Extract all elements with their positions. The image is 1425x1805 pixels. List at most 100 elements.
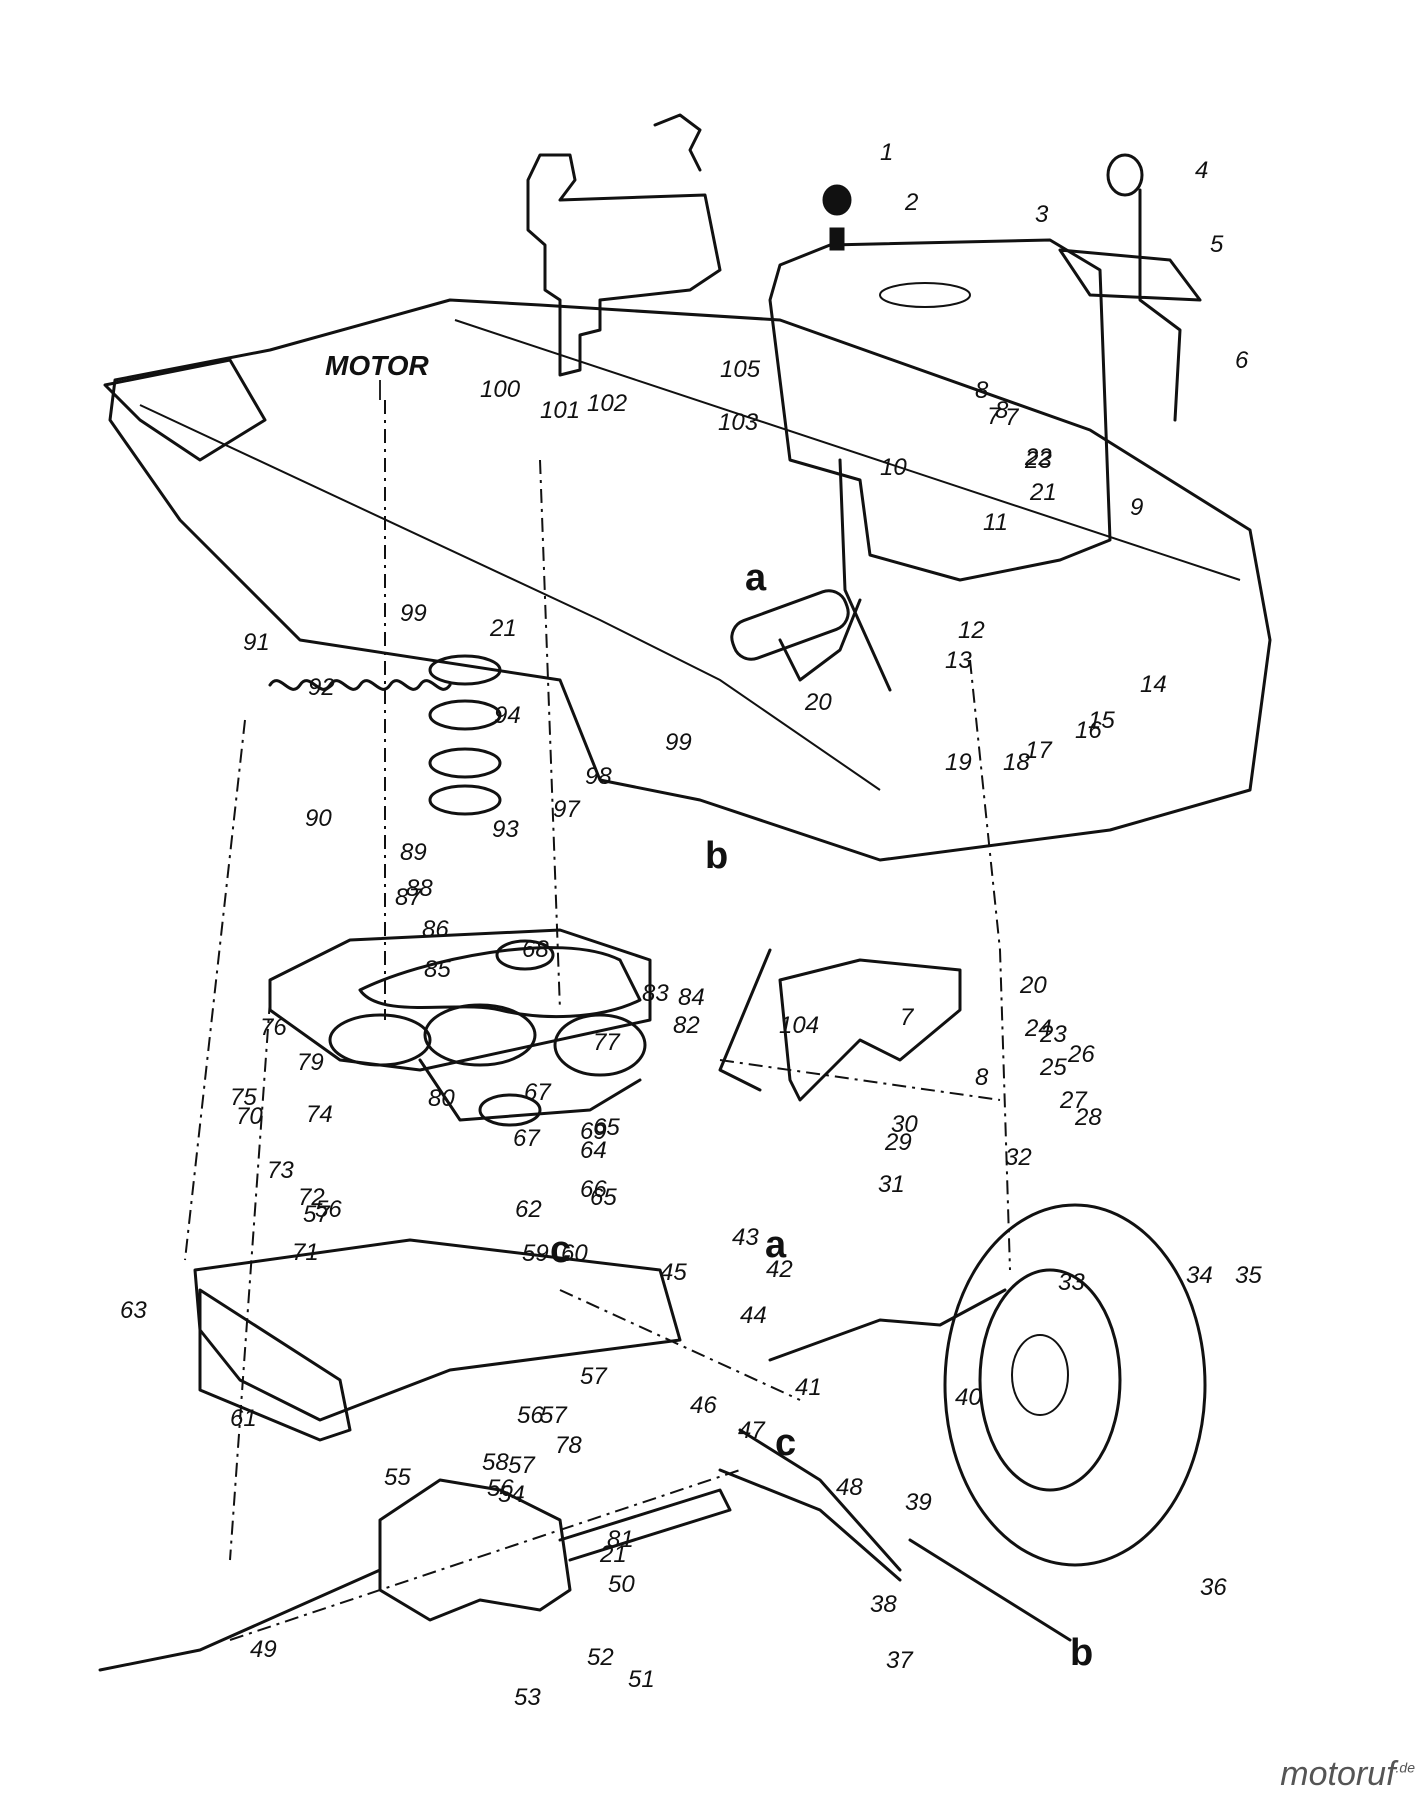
mount-plate-72 bbox=[268, 928, 652, 1072]
part-number-9: 9 bbox=[1130, 494, 1143, 521]
part-number-24: 24 bbox=[1024, 1015, 1052, 1042]
belt-63 bbox=[418, 1058, 642, 1122]
part-number-82: 82 bbox=[673, 1012, 700, 1039]
part-number-33: 33 bbox=[1058, 1269, 1085, 1296]
rod-48 bbox=[738, 1428, 902, 1572]
part-number-11: 11 bbox=[983, 509, 1008, 536]
part-number-98: 98 bbox=[585, 763, 612, 790]
part-number-21: 21 bbox=[1029, 479, 1057, 506]
part-number-77: 77 bbox=[593, 1029, 621, 1056]
part-number-94: 94 bbox=[494, 702, 521, 729]
hub bbox=[1011, 1334, 1069, 1416]
part-number-7: 7 bbox=[900, 1004, 915, 1031]
part-number-48: 48 bbox=[836, 1474, 863, 1501]
part-number-93: 93 bbox=[492, 816, 519, 843]
knob-4 bbox=[1106, 153, 1144, 197]
part-number-97: 97 bbox=[553, 796, 581, 823]
pulley-89 bbox=[428, 699, 502, 731]
part-number-80: 80 bbox=[428, 1085, 455, 1112]
ref-line-bottom bbox=[229, 1469, 741, 1641]
watermark-suffix: .de bbox=[1395, 1759, 1415, 1776]
part-number-22: 22 bbox=[1024, 444, 1052, 471]
part-number-36: 36 bbox=[1200, 1574, 1227, 1601]
part-number-4: 4 bbox=[1195, 157, 1208, 184]
part-number-15: 15 bbox=[1088, 707, 1115, 734]
pulley-66 bbox=[423, 1003, 537, 1067]
part-number-81: 81 bbox=[607, 1526, 634, 1553]
part-number-38: 38 bbox=[870, 1591, 897, 1618]
footrest bbox=[103, 358, 267, 462]
part-number-23: 23 bbox=[1039, 1021, 1067, 1048]
reference-letter-b: b bbox=[1070, 1632, 1093, 1674]
part-number-102: 102 bbox=[587, 390, 627, 417]
part-number-8: 8 bbox=[995, 397, 1009, 424]
reference-letter-a: a bbox=[745, 557, 767, 599]
spring-2 bbox=[829, 227, 845, 251]
part-number-28: 28 bbox=[1074, 1104, 1102, 1131]
part-number-88: 88 bbox=[406, 875, 433, 902]
part-number-57: 57 bbox=[580, 1363, 608, 1390]
part-number-67: 67 bbox=[513, 1125, 541, 1152]
fender-housing bbox=[768, 238, 1112, 582]
rod-39 bbox=[718, 1468, 902, 1582]
part-number-59: 59 bbox=[522, 1240, 549, 1267]
part-number-30: 30 bbox=[891, 1111, 918, 1138]
part-number-73: 73 bbox=[267, 1157, 294, 1184]
part-number-19: 19 bbox=[945, 749, 972, 776]
reference-letter-a: a bbox=[765, 1224, 787, 1266]
part-number-55: 55 bbox=[384, 1464, 411, 1491]
part-number-84: 84 bbox=[678, 984, 705, 1011]
part-number-76: 76 bbox=[260, 1014, 287, 1041]
part-number-1: 1 bbox=[880, 139, 893, 166]
part-number-32: 32 bbox=[1005, 1144, 1032, 1171]
part-number-53: 53 bbox=[514, 1684, 541, 1711]
part-number-65: 65 bbox=[593, 1114, 620, 1141]
axle-shaft bbox=[98, 1488, 732, 1672]
ref-line-b bbox=[719, 1059, 1001, 1101]
part-number-87: 87 bbox=[395, 884, 423, 911]
hitch-bracket bbox=[193, 1238, 682, 1422]
part-number-6: 6 bbox=[1235, 347, 1249, 374]
part-number-74: 74 bbox=[306, 1101, 333, 1128]
part-number-92: 92 bbox=[308, 674, 335, 701]
pedal-grip bbox=[730, 589, 850, 661]
part-number-57: 57 bbox=[540, 1402, 568, 1429]
ref-line-a bbox=[539, 459, 561, 1011]
part-number-58: 58 bbox=[482, 1449, 509, 1476]
part-number-83: 83 bbox=[642, 980, 669, 1007]
part-number-35: 35 bbox=[1235, 1262, 1262, 1289]
ref-line-wheel bbox=[969, 659, 1011, 1271]
part-number-90: 90 bbox=[305, 805, 332, 832]
part-number-29: 29 bbox=[884, 1129, 912, 1156]
pulley-86 bbox=[428, 747, 502, 779]
ref-line-left bbox=[184, 719, 271, 1561]
part-number-57: 57 bbox=[508, 1452, 536, 1479]
part-number-25: 25 bbox=[1039, 1054, 1067, 1081]
lever-plate bbox=[1058, 248, 1202, 302]
part-number-17: 17 bbox=[1025, 737, 1053, 764]
part-number-27: 27 bbox=[1059, 1087, 1088, 1114]
part-number-21: 21 bbox=[599, 1541, 627, 1568]
part-number-50: 50 bbox=[608, 1571, 635, 1598]
part-number-10: 10 bbox=[880, 454, 907, 481]
pedal-arm bbox=[778, 598, 862, 682]
part-number-69: 69 bbox=[580, 1118, 607, 1145]
part-number-99: 99 bbox=[665, 729, 692, 756]
part-number-52: 52 bbox=[587, 1644, 614, 1671]
pulley-67-upper bbox=[495, 939, 555, 971]
part-number-56: 56 bbox=[315, 1196, 342, 1223]
fender-hole bbox=[879, 282, 971, 308]
part-number-54: 54 bbox=[498, 1481, 525, 1508]
part-number-101: 101 bbox=[540, 397, 580, 424]
plate-60 bbox=[198, 1288, 352, 1442]
reference-letter-c: c bbox=[775, 1422, 796, 1464]
rod-23 bbox=[718, 948, 772, 1092]
part-number-68: 68 bbox=[522, 936, 549, 963]
part-number-72: 72 bbox=[298, 1184, 325, 1211]
rim bbox=[978, 1268, 1122, 1492]
part-number-66: 66 bbox=[580, 1176, 607, 1203]
reference-letter-c: c bbox=[550, 1229, 571, 1271]
